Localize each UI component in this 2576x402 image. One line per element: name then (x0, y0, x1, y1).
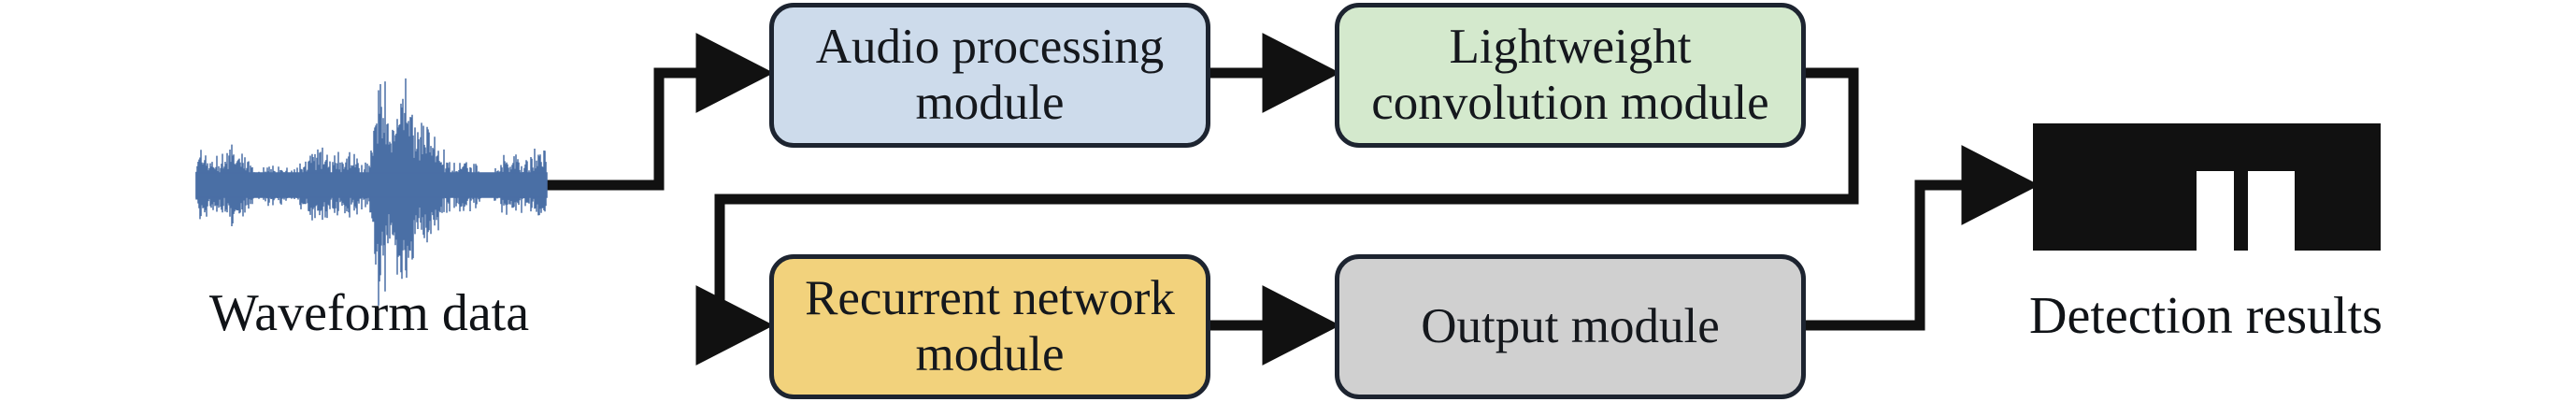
audio-waveform-icon (195, 78, 548, 306)
node-label: Audio processing module (815, 20, 1165, 130)
waveform-data-caption: Waveform data (208, 284, 530, 342)
node-lightweight-convolution-module[interactable]: Lightweight convolution module (1335, 3, 1806, 148)
node-label: Lightweight convolution module (1371, 20, 1769, 130)
connector-input-to-audio (547, 33, 775, 191)
detection-bar (2248, 171, 2295, 251)
node-output-module[interactable]: Output module (1335, 254, 1806, 399)
node-label: Output module (1421, 298, 1720, 353)
connector-conv-to-recurrent (695, 67, 1859, 366)
node-audio-processing-module[interactable]: Audio processing module (769, 3, 1210, 148)
detection-results-image (2033, 123, 2381, 251)
connector-output-to-detection (1806, 145, 2040, 331)
node-recurrent-network-module[interactable]: Recurrent network module (769, 254, 1210, 399)
node-label: Recurrent network module (805, 271, 1175, 381)
detection-results-caption: Detection results (2029, 287, 2383, 345)
detection-bar (2197, 171, 2234, 251)
